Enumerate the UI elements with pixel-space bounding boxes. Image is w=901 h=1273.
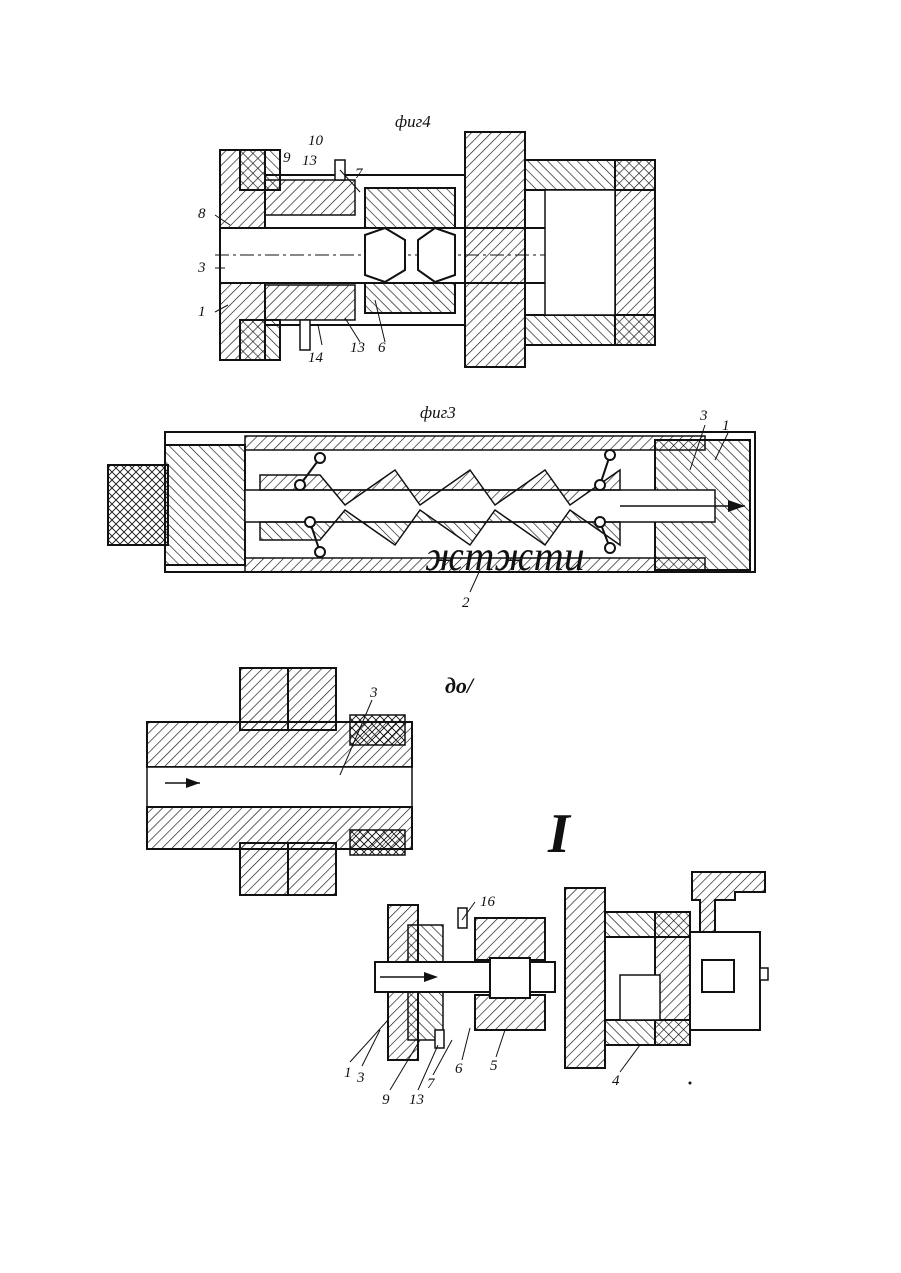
callout-13: 13 (409, 1092, 424, 1108)
ink-dot (689, 1082, 692, 1085)
jaw-right (418, 228, 455, 282)
pin-16 (458, 908, 467, 928)
tube-wall-top (245, 436, 705, 450)
piston-1 (620, 975, 660, 1020)
figure-3: фиг3 жтжти 3 1 2 (108, 403, 755, 611)
callout-9: 9 (283, 150, 291, 166)
jaw-5 (490, 958, 530, 998)
motor-terminal (760, 968, 768, 980)
piston (545, 190, 615, 315)
callout-1: 1 (722, 418, 730, 434)
coupling-upper (475, 918, 545, 960)
callout-2: 2 (462, 595, 470, 611)
flange-right (565, 888, 605, 1068)
right-flange (465, 132, 525, 367)
coupling-lower (475, 995, 545, 1030)
chuck (108, 465, 168, 545)
figure-4: фиг4 10 9 13 7 8 3 1 (197, 112, 655, 367)
callout-4: 4 (612, 1073, 620, 1089)
callout-10: 10 (308, 133, 324, 149)
bushing-bottom (265, 285, 355, 320)
cylinder-end (615, 160, 655, 345)
pin-14 (300, 320, 310, 350)
bearing-bottom (350, 830, 405, 855)
nut-top-left (240, 668, 288, 730)
figure-1-caption: I (547, 803, 572, 865)
callout-13-bottom: 13 (350, 340, 365, 356)
bearing-top (350, 715, 405, 745)
bushing-top (265, 180, 355, 215)
callout-3: 3 (356, 1070, 365, 1086)
callout-7: 7 (427, 1076, 436, 1092)
motor-window (702, 960, 734, 992)
nut-bottom-left (240, 843, 288, 895)
callout-9: 9 (382, 1092, 390, 1108)
callout-14: 14 (308, 350, 324, 366)
callout-13-top: 13 (302, 153, 317, 169)
figure-3-caption: фиг3 (420, 403, 456, 422)
callout-1: 1 (198, 304, 206, 320)
callout-1: 1 (344, 1065, 352, 1081)
jaw-left (365, 228, 405, 282)
end-cap-left (165, 445, 245, 565)
overlay-text: жтжти (425, 534, 585, 580)
callout-5: 5 (490, 1058, 498, 1074)
figure-2-caption: до/ (445, 673, 475, 698)
figure-2: до/ 3 (147, 668, 475, 895)
callout-3: 3 (699, 408, 708, 424)
pin-bottom (435, 1030, 444, 1048)
callout-6: 6 (455, 1061, 463, 1077)
coupling-top (365, 188, 455, 228)
callout-3: 3 (197, 260, 206, 276)
callout-16: 16 (480, 894, 496, 910)
callout-8: 8 (198, 206, 206, 222)
callout-6: 6 (378, 340, 386, 356)
coupling-bottom (365, 283, 455, 313)
bracket (692, 872, 765, 932)
nut-bottom-right (288, 843, 336, 895)
nut-top-right (288, 668, 336, 730)
figure-4-caption: фиг4 (395, 112, 431, 131)
callout-3: 3 (369, 685, 378, 701)
